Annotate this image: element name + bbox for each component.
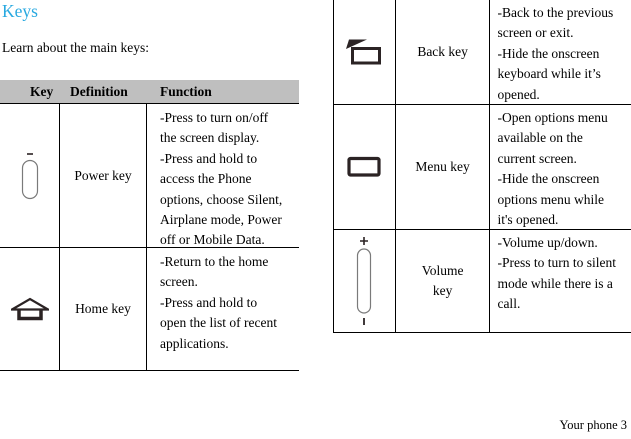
function-cell: -Return to the home screen. -Press and h… bbox=[160, 254, 277, 351]
keys-table-header: Key Definition Function bbox=[0, 80, 299, 104]
header-cell-definition: Definition bbox=[70, 83, 128, 99]
function-cell: -Open options menu available on the curr… bbox=[497, 110, 608, 228]
table-row-back-key: Back key -Back to the previous screen or… bbox=[334, 0, 631, 105]
home-key-icon bbox=[10, 297, 49, 322]
keys-table-continued: Back key -Back to the previous screen or… bbox=[333, 0, 631, 333]
keys-table: Key Definition Function Power key -Press… bbox=[0, 80, 299, 371]
function-cell: -Press to turn on/off the screen display… bbox=[160, 110, 283, 247]
menu-key-icon bbox=[347, 156, 381, 178]
volume-key-icon bbox=[355, 236, 373, 326]
table-row-power-key: Power key -Press to turn on/off the scre… bbox=[0, 104, 299, 248]
definition-cell: Home key bbox=[75, 301, 131, 316]
table-row-home-key: Home key -Return to the home screen. -Pr… bbox=[0, 248, 299, 371]
function-cell: -Back to the previous screen or exit. -H… bbox=[497, 5, 614, 102]
definition-cell: Volume key bbox=[421, 263, 464, 298]
definition-cell: Power key bbox=[74, 167, 132, 183]
power-key-icon bbox=[20, 151, 40, 201]
page-title: Keys bbox=[2, 1, 38, 21]
intro-text: Learn about the main keys: bbox=[2, 40, 149, 55]
function-cell: -Volume up/down. -Press to turn to silen… bbox=[497, 235, 616, 312]
definition-cell: Back key bbox=[417, 44, 468, 59]
page-footer: Your phone 3 bbox=[559, 418, 628, 432]
header-cell-function: Function bbox=[160, 83, 212, 99]
table-row-menu-key: Menu key -Open options menu available on… bbox=[334, 105, 631, 230]
table-row-volume-key: Volume key -Volume up/down. -Press to tu… bbox=[334, 230, 631, 333]
back-key-icon bbox=[345, 39, 383, 65]
header-cell-key: Key bbox=[30, 83, 54, 99]
definition-cell: Menu key bbox=[415, 159, 470, 174]
